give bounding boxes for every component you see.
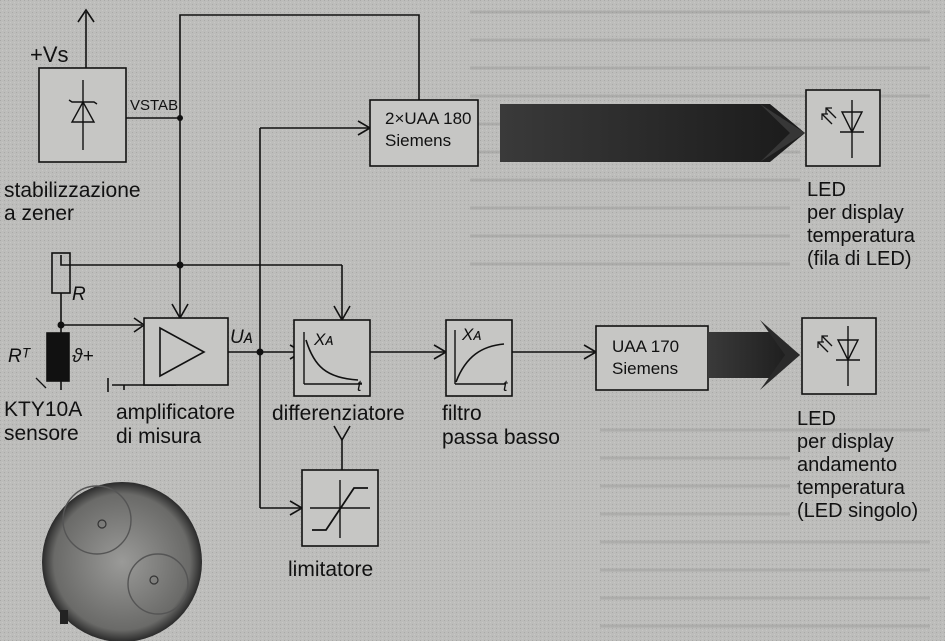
lowpass-caption-1: filtro [442,402,482,425]
differentiator-caption: differenziatore [272,402,405,425]
uaa180-name: 2×UAA 180 [385,109,472,128]
background-text-lines [470,10,930,628]
differentiator-block [293,319,371,397]
led-single-caption-3: andamento [797,454,897,476]
sensor-resistors [35,252,71,390]
uaa180-block [369,99,479,167]
lowpass-t: t [503,378,508,395]
amplifier-block [143,317,229,386]
amplifier-caption-1: amplificatore [116,401,235,424]
led-bar-caption-1: LED [807,179,846,201]
uaa170-block [595,325,709,391]
uaa180-maker: Siemens [385,131,451,150]
zener-caption-line-1: stabilizzazione [4,179,141,202]
limiter-caption: limitatore [288,558,373,581]
led-single-caption-2: per display [797,431,894,453]
led-single-caption-1: LED [797,408,836,430]
wires [60,8,598,516]
sensor-caption-1: KTY10A [4,398,82,421]
amplifier-caption-2: di misura [116,425,202,448]
led-single-caption-5: (LED singolo) [797,500,918,522]
vstab-label: VSTAB [130,97,178,114]
sensor-photo [42,482,202,641]
sensor-caption-2: sensore [4,422,79,445]
vs-label: +Vs [30,42,69,67]
lowpass-xa: Xᴀ [461,325,482,344]
limiter-block [301,469,379,547]
led-bar-block [805,89,881,167]
differentiator-xa: Xᴀ [313,330,334,349]
rt-label: Rᵀ [8,346,32,367]
zener-block [38,67,180,163]
uaa170-name: UAA 170 [612,337,679,356]
lowpass-block [445,319,513,397]
ua-label: Uᴀ [230,327,253,348]
led-bar-caption-3: temperatura [807,225,916,247]
led-bar-caption-4: (fila di LED) [807,248,911,270]
led-single-caption-4: temperatura [797,477,906,499]
zener-caption-line-2: a zener [4,202,74,225]
output-arrow-top [500,104,805,162]
theta-label: ϑ+ [72,346,94,367]
lowpass-caption-2: passa basso [442,426,560,449]
uaa170-maker: Siemens [612,359,678,378]
differentiator-t: t [357,378,362,395]
r-label: R [72,284,86,305]
led-single-block [801,317,877,395]
led-bar-caption-2: per display [807,202,904,224]
